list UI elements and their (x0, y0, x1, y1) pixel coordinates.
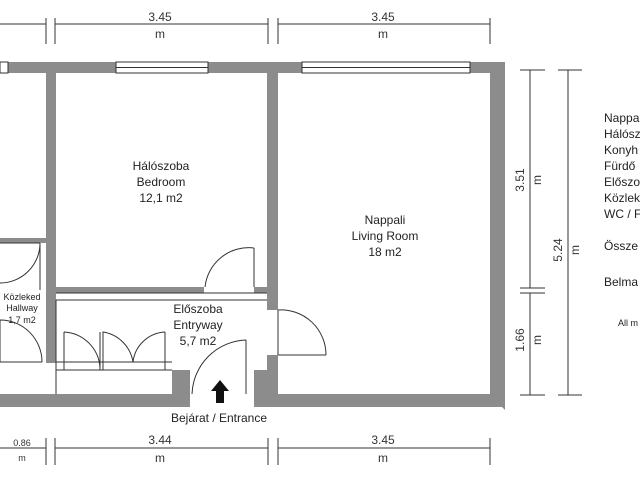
entry-area: 5,7 m2 (180, 334, 217, 348)
top-dimension-left: 3.45 m (54, 10, 269, 44)
bedroom-area: 12,1 m2 (139, 191, 183, 205)
bottom-small-length: 0.86 (13, 438, 31, 448)
top-left-length: 3.45 (148, 10, 172, 24)
hallway-name-en: Hallway (6, 303, 38, 313)
right-total-length: 5.24 (551, 238, 565, 262)
bottom-dimension-right: 3.45 m (277, 433, 491, 465)
entrance-label: Bejárat / Entrance (171, 411, 267, 425)
bottom-right-length: 3.45 (371, 433, 395, 447)
legend-item: Közlek (604, 191, 640, 205)
bedroom-name-en: Bedroom (137, 175, 186, 189)
windows (0, 61, 471, 74)
right-dimension-upper: 3.51 m (513, 69, 545, 289)
hallway-label: Közleked Hallway 1,7 m2 (3, 292, 40, 325)
right-upper-length: 3.51 (513, 168, 527, 192)
top-right-unit: m (378, 27, 388, 41)
bottom-left-unit: m (155, 451, 165, 465)
bottom-right-unit: m (378, 451, 388, 465)
top-dimension-partial (0, 18, 47, 44)
area-legend: Nappa Hálósz Konyh Fürdő Előszo Közlek W… (604, 111, 640, 328)
legend-item: Hálósz (604, 127, 640, 141)
legend-item: Fürdő (604, 159, 636, 173)
right-lower-unit: m (530, 335, 544, 345)
walls (0, 62, 505, 410)
legend-interior: Belma (604, 275, 638, 289)
entryway-label: Előszoba Entryway 5,7 m2 (173, 302, 223, 348)
interior-lines (0, 242, 327, 395)
living-area: 18 m2 (368, 245, 402, 259)
living-name-hu: Nappali (365, 213, 406, 227)
top-left-unit: m (155, 27, 165, 41)
entrance-arrow-icon (209, 380, 231, 403)
hallway-area: 1,7 m2 (8, 315, 36, 325)
living-name-en: Living Room (352, 229, 419, 243)
bedroom-name-hu: Hálószoba (133, 159, 190, 173)
bottom-dimension-small: 0.86 m (0, 438, 47, 465)
entry-name-hu: Előszoba (173, 302, 223, 316)
legend-note: All m (618, 318, 638, 328)
bedroom-label: Hálószoba Bedroom 12,1 m2 (133, 159, 190, 205)
bottom-dimension-left: 3.44 m (54, 433, 269, 465)
hallway-name-hu: Közleked (3, 292, 40, 302)
legend-item: Nappa (604, 111, 640, 125)
right-dimension-total: 5.24 m (551, 69, 582, 396)
legend-item: Konyh (604, 143, 638, 157)
legend-item: WC / F (604, 207, 640, 221)
entry-name-en: Entryway (173, 318, 222, 332)
legend-total: Össze (604, 239, 638, 253)
right-upper-unit: m (530, 175, 544, 185)
legend-item: Előszo (604, 175, 640, 189)
right-total-unit: m (568, 245, 582, 255)
bottom-small-unit: m (18, 453, 26, 463)
left-window (0, 61, 9, 74)
bottom-left-length: 3.44 (148, 433, 172, 447)
top-dimension-right: 3.45 m (277, 10, 491, 44)
top-right-length: 3.45 (371, 10, 395, 24)
living-room-label: Nappali Living Room 18 m2 (352, 213, 419, 259)
right-dimension-lower: 1.66 m (513, 292, 545, 396)
right-lower-length: 1.66 (513, 328, 527, 352)
